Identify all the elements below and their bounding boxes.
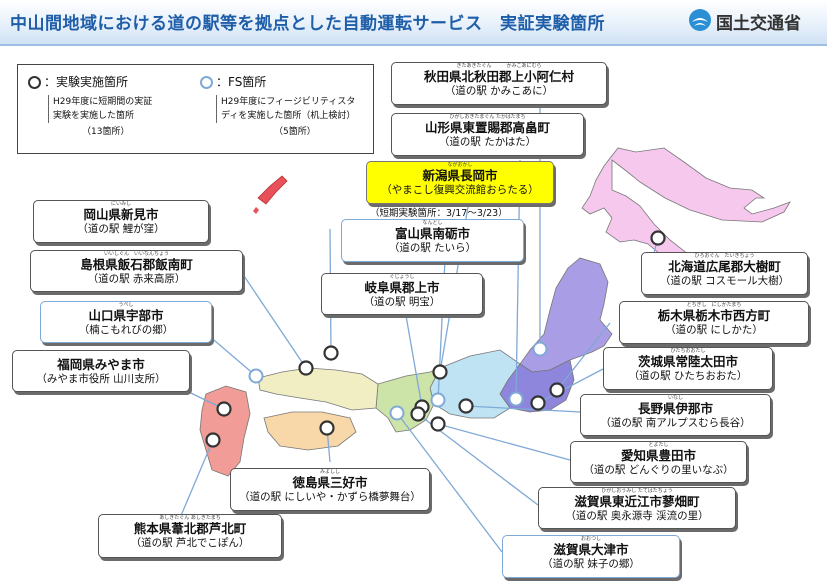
legend-box: ：実験実施箇所 H29年度に短期間の実証 実験を実施した箇所 （13箇所） ：F… [17, 64, 374, 154]
site-label-kumamoto: あしきたぐん あしきたまち 熊本県葦北郡芦北町 （道の駅 芦北でこぽん） [98, 514, 282, 558]
site-label-hokkaido: ひろおぐん たいきちょう 北海道広尾郡大樹町 （道の駅 コスモール大樹） [641, 252, 808, 295]
tohoku-region [519, 257, 613, 373]
site-label-fukuoka: 福岡県みやま市 （みやま市役所 山川支所） [12, 350, 190, 392]
marker-yamaguchi-fs [248, 368, 264, 384]
marker-niigata [432, 364, 448, 380]
legend-fs-title: ：FS箇所 [216, 75, 267, 89]
legend-fs-count: （5箇所） [274, 127, 316, 137]
site-label-yamaguchi: うべし 山口県宇部市 （楠こもれびの郷） [40, 301, 212, 343]
fs-marker-icon [200, 76, 213, 89]
marker-nagano [458, 398, 474, 414]
legend-experiment-count: （13箇所） [82, 127, 130, 137]
site-label-yamagata: ひがしおきたまぐん たかはたまち 山形県東置賜郡高畠町 （道の駅 たかはた） [391, 113, 584, 156]
niigata-experiment-note: （短期実験箇所：3/17～3/23） [370, 208, 508, 219]
legend-experiment-title: ：実験実施箇所 [44, 75, 129, 89]
marker-ibaraki [530, 395, 546, 411]
marker-kumamoto [205, 432, 221, 448]
marker-shimane [298, 360, 314, 376]
marker-akita-fs [532, 341, 548, 357]
ministry-name: 国土交通省 [716, 14, 801, 34]
kinki-region [375, 367, 441, 433]
marker-tochigi [549, 382, 565, 398]
marker-hokkaido [650, 230, 666, 246]
site-label-toyama: なんとし 富山県南砺市 （道の駅 たいら） [341, 219, 524, 262]
shikoku-region [263, 411, 357, 451]
site-label-shiga-higashiomi: ひがしおうみし たてはたちょう 滋賀県東近江市蓼畑町 （道の駅 奥永源寺 渓流の… [538, 487, 736, 529]
site-label-akita: きたあきたぐん かみこあにむら 秋田県北秋田郡上小阿仁村 （道の駅 かみこあに） [391, 62, 607, 105]
site-label-ibaraki: ひたちおおたし 茨城県常陸太田市 （道の駅 ひたちおおた） [603, 347, 773, 390]
marker-yamagata-fs [508, 391, 524, 407]
experiment-marker-icon [28, 76, 41, 89]
site-label-shiga-otsu: おおつし 滋賀県大津市 （道の駅 妹子の郷） [502, 535, 680, 578]
marker-fukuoka [216, 401, 232, 417]
mlit-logo-icon [689, 9, 711, 31]
site-label-shimane: いいしぐん いいなんちょう 島根県飯石郡飯南町 （道の駅 赤来高原） [30, 250, 243, 292]
marker-shiga-higashiomi [410, 406, 426, 422]
site-label-niigata: ながおかし 新潟県長岡市 （やまこし復興交流館おらたる） [366, 161, 554, 204]
marker-toyama-fs [430, 392, 446, 408]
marker-okayama [323, 345, 339, 361]
site-label-nagano: いなし 長野県伊那市 （道の駅 南アルプスむら長谷） [580, 394, 771, 436]
page-title: 中山間地域における道の駅等を拠点とした自動運転サービス 実証実験箇所 [10, 14, 605, 34]
header-bar: 中山間地域における道の駅等を拠点とした自動運転サービス 実証実験箇所 国土交通省 [0, 0, 827, 46]
legend-fs-desc: H29年度にフィージビリティスタ ディを実施した箇所（机上検討） [216, 95, 355, 123]
site-label-gifu: ぐじょうし 岐阜県郡上市 （道の駅 明宝） [321, 273, 483, 315]
marker-aichi [430, 416, 446, 432]
chugoku-region [257, 367, 379, 411]
legend-experiment-desc: H29年度に短期間の実証 実験を実施した箇所 [48, 95, 152, 123]
site-label-okayama: にいみし 岡山県新見市 （道の駅 鯉が窪） [33, 200, 209, 243]
okinawa-island [257, 175, 288, 205]
site-label-tokushima: みよしし 徳島県三好市 （道の駅 にしいや・かずら橋夢舞台） [230, 468, 430, 511]
site-label-aichi: とよたし 愛知県豊田市 （道の駅 どんぐりの里いなぶ） [570, 441, 747, 483]
kyushu-region [199, 385, 251, 477]
site-label-tochigi: とちぎし にしかたまち 栃木県栃木市西方町 （道の駅 にしかた） [619, 301, 809, 344]
marker-tokushima [319, 420, 335, 436]
marker-shiga-otsu [389, 405, 405, 421]
